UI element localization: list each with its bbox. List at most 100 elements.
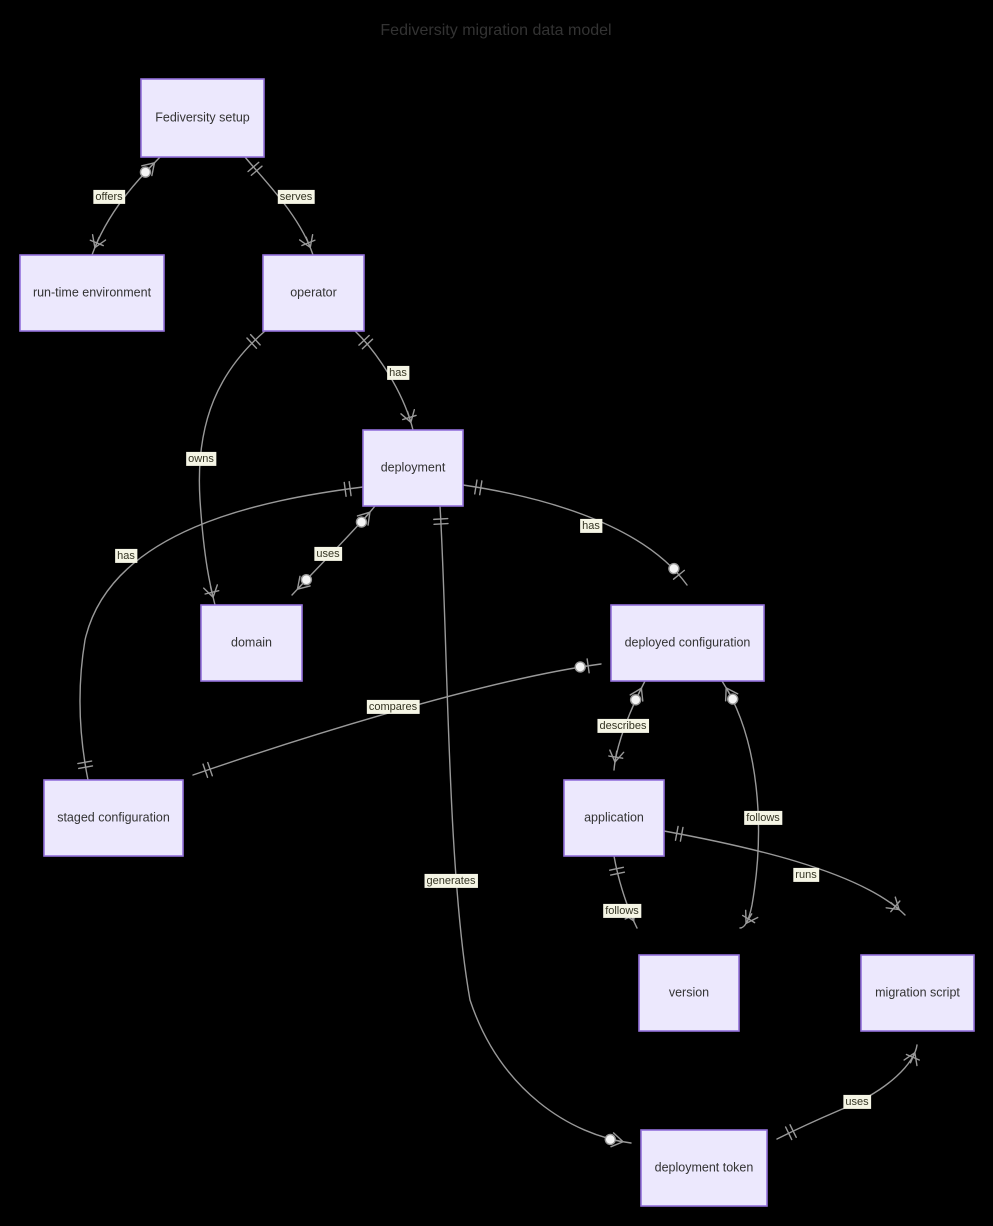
entity-runtime_environment[interactable]: run-time environment: [19, 254, 165, 332]
relationship-label-runs: runs: [793, 867, 820, 882]
relationship-serves[interactable]: [244, 156, 317, 256]
cardinality-marker-one-or-many: [89, 234, 107, 249]
relationship-label-text: follows: [746, 812, 780, 824]
relationship-line[interactable]: [439, 505, 632, 1144]
entity-name-label: deployment token: [655, 1160, 754, 1174]
relationship-line[interactable]: [354, 330, 414, 431]
relationship-line[interactable]: [192, 663, 602, 776]
cardinality-marker-one-and-only-one: [246, 333, 261, 349]
entity-boxes-layer: Fediversity setup run-time environment ope…: [19, 78, 975, 1207]
relationship-label-text: uses: [316, 548, 340, 560]
relationship-label-text: runs: [795, 869, 817, 881]
entity-box[interactable]: [262, 254, 365, 332]
relationship-offers[interactable]: [88, 156, 161, 256]
relationship-line[interactable]: [721, 680, 760, 929]
relationship-label-text: serves: [280, 191, 313, 203]
cardinality-marker-one-or-many: [298, 233, 316, 249]
entity-box[interactable]: [640, 1129, 768, 1207]
entity-box[interactable]: [610, 604, 765, 682]
entity-name-label: deployment: [381, 460, 446, 474]
relationship-follows_deployed_version[interactable]: [720, 680, 760, 929]
entity-deployment_token[interactable]: deployment token: [640, 1129, 768, 1207]
relationship-line[interactable]: [613, 855, 638, 929]
entity-deployment[interactable]: deployment: [362, 429, 464, 507]
relationship-has_deployment_staged[interactable]: [77, 481, 364, 781]
entity-migration_script[interactable]: migration script: [860, 954, 975, 1032]
entity-staged_configuration[interactable]: staged configuration: [43, 779, 184, 857]
relationship-label-background: [603, 903, 642, 918]
cardinality-marker-one-and-only-one: [358, 334, 374, 350]
relationship-line[interactable]: [198, 330, 266, 606]
relationship-generates[interactable]: [433, 505, 632, 1149]
cardinality-marker-one-and-only-one: [784, 1124, 797, 1141]
entity-box[interactable]: [563, 779, 665, 857]
relationship-label-text: has: [117, 550, 135, 562]
entity-version[interactable]: version: [638, 954, 740, 1032]
relationship-label-text: describes: [599, 720, 647, 732]
entity-name-label: Fediversity setup: [155, 110, 250, 124]
relationship-compares[interactable]: [192, 658, 602, 779]
relationship-line[interactable]: [776, 1044, 918, 1140]
relationship-line[interactable]: [663, 830, 906, 916]
cardinality-marker-one-and-only-one: [433, 517, 449, 526]
cardinality-marker-one-and-only-one: [474, 479, 483, 496]
cardinality-marker-zero-or-many: [604, 1132, 624, 1148]
entity-application[interactable]: application: [563, 779, 665, 857]
relationship-label-text: has: [389, 367, 407, 379]
relationship-label-uses_migration_token: uses: [843, 1094, 872, 1109]
cardinality-marker-zero-or-one: [574, 658, 590, 674]
relationship-has_operator_deployment[interactable]: [354, 330, 418, 431]
cardinality-marker-one-or-many: [608, 749, 625, 763]
relationship-label-text: follows: [605, 905, 639, 917]
relationship-label-background: [793, 867, 820, 882]
entity-box[interactable]: [43, 779, 184, 857]
entity-deployed_configuration[interactable]: deployed configuration: [610, 604, 765, 682]
relationship-line[interactable]: [79, 486, 364, 781]
relationship-label-describes: describes: [597, 718, 650, 733]
entity-box[interactable]: [638, 954, 740, 1032]
relationship-label-background: [580, 518, 603, 533]
relationship-label-background: [843, 1094, 872, 1109]
relationship-label-text: generates: [427, 875, 476, 887]
relationship-lines-layer: [77, 156, 921, 1149]
relationship-owns[interactable]: [198, 330, 266, 606]
relationship-label-background: [387, 365, 410, 380]
relationship-uses_deployment_domain[interactable]: [291, 505, 376, 596]
relationship-label-background: [366, 699, 420, 714]
entity-box[interactable]: [200, 604, 303, 682]
cardinality-marker-zero-or-many: [139, 162, 156, 178]
relationship-line[interactable]: [462, 484, 688, 586]
relationship-uses_migration_token[interactable]: [776, 1044, 921, 1141]
relationship-label-background: [93, 189, 126, 204]
entity-box[interactable]: [860, 954, 975, 1032]
relationship-label-background: [115, 548, 138, 563]
relationship-describes[interactable]: [608, 680, 648, 771]
relationship-label-offers: offers: [93, 189, 126, 204]
relationship-has_deployment_deployed[interactable]: [462, 479, 688, 586]
entity-name-label: staged configuration: [57, 810, 170, 824]
entity-fediversity_setup[interactable]: Fediversity setup: [140, 78, 265, 158]
cardinality-marker-one-and-only-one: [247, 161, 263, 176]
cardinality-marker-zero-or-many: [724, 687, 739, 705]
relationship-label-serves: serves: [277, 189, 315, 204]
entity-box[interactable]: [19, 254, 165, 332]
relationship-label-has_deployment_deployed: has: [580, 518, 603, 533]
relationship-label-uses_deployment_domain: uses: [314, 546, 343, 561]
relationship-label-follows_deployed_version: follows: [744, 810, 783, 825]
relationship-label-generates: generates: [424, 873, 478, 888]
relationship-label-background: [277, 189, 315, 204]
entity-box[interactable]: [362, 429, 464, 507]
relationship-label-text: compares: [369, 701, 418, 713]
cardinality-marker-zero-or-many: [296, 574, 313, 590]
relationship-runs[interactable]: [663, 825, 906, 916]
entity-box[interactable]: [140, 78, 265, 158]
cardinality-marker-one-or-many: [203, 584, 220, 598]
cardinality-marker-zero-or-many: [355, 511, 371, 528]
entity-domain[interactable]: domain: [200, 604, 303, 682]
cardinality-marker-one-or-many: [741, 909, 759, 925]
entity-name-label: application: [584, 810, 644, 824]
entity-operator[interactable]: operator: [262, 254, 365, 332]
